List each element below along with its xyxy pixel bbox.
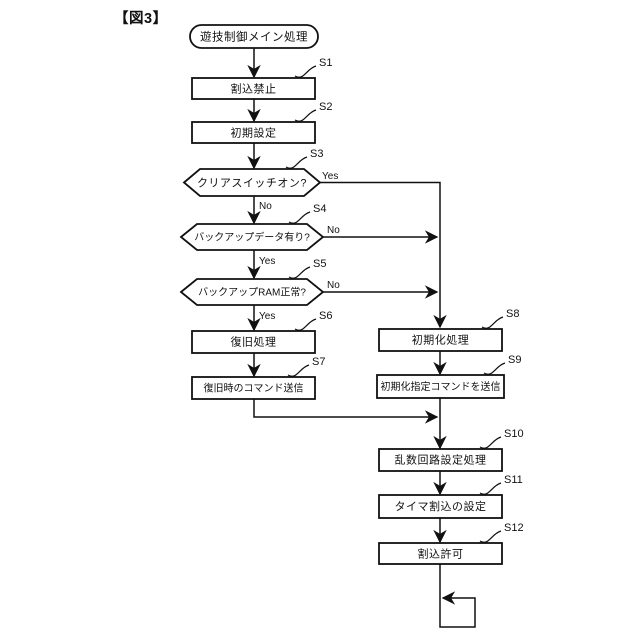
edge-label-s5-no: No xyxy=(327,280,340,291)
step-ref-s7: S7 xyxy=(312,356,325,368)
step-ref-s6-leader xyxy=(294,318,317,331)
node-s6: 復旧処理 S6 xyxy=(191,310,332,354)
node-s2-shape xyxy=(191,121,316,144)
step-ref-s9: S9 xyxy=(508,354,521,366)
node-start-label: 遊技制御メイン処理 xyxy=(200,30,308,44)
node-s6-label: 復旧処理 xyxy=(231,336,277,349)
edge-label-s3-no: No xyxy=(259,201,272,212)
node-s2: 初期設定 S2 xyxy=(191,101,332,144)
connector-s7-merge xyxy=(253,399,439,424)
node-s10: 乱数回路設定処理 S10 xyxy=(378,428,524,472)
node-s8: 初期化処理 S8 xyxy=(378,308,519,352)
step-ref-s3-leader xyxy=(285,156,308,169)
step-ref-s5-leader xyxy=(288,266,311,279)
node-s2-label: 初期設定 xyxy=(231,126,277,140)
step-ref-s1: S1 xyxy=(319,57,332,69)
connector-infinite-loop xyxy=(439,564,476,628)
figure-title: 【図3】 xyxy=(114,10,168,27)
edge-label-s3-yes: Yes xyxy=(322,171,338,182)
node-s7-label: 復旧時のコマンド送信 xyxy=(204,382,304,395)
node-s12: 割込許可 S12 xyxy=(378,522,524,565)
edge-label-s4-no: No xyxy=(327,225,340,236)
step-ref-s11: S11 xyxy=(504,474,523,486)
node-s9-shape xyxy=(376,374,505,399)
node-s8-shape xyxy=(378,328,503,352)
node-s5-shape xyxy=(179,278,325,306)
node-s7-shape xyxy=(191,376,316,400)
step-ref-s6: S6 xyxy=(319,310,332,322)
connector-s3-yes-to-s8 xyxy=(320,181,447,329)
step-ref-s10-leader xyxy=(479,436,502,449)
step-ref-s11-leader xyxy=(479,482,502,495)
node-s1-label: 割込禁止 xyxy=(231,82,277,96)
connectors xyxy=(247,48,476,628)
edge-label-s5-yes: Yes xyxy=(259,311,275,322)
step-ref-s8-leader xyxy=(481,316,504,329)
node-start: 遊技制御メイン処理 xyxy=(189,24,319,49)
node-start-shape xyxy=(189,24,319,49)
step-ref-s5: S5 xyxy=(313,258,326,270)
node-s11-label: タイマ割込の設定 xyxy=(395,499,487,513)
node-s5: バックアップRAM正常? S5 No Yes xyxy=(179,258,340,322)
step-ref-s2-leader xyxy=(294,109,317,122)
step-ref-s7-leader xyxy=(287,364,310,377)
node-s1: 割込禁止 S1 xyxy=(191,57,332,100)
node-s4: バックアップデータ有り? S4 No Yes xyxy=(179,203,340,267)
step-ref-s9-leader xyxy=(483,362,506,375)
edge-label-s4-yes: Yes xyxy=(259,256,275,267)
node-s10-label: 乱数回路設定処理 xyxy=(395,453,487,467)
node-s3: クリアスイッチオン? S3 Yes No xyxy=(182,148,338,212)
node-s8-label: 初期化処理 xyxy=(412,333,470,347)
step-ref-s1-leader xyxy=(294,65,317,78)
node-s4-label: バックアップデータ有り? xyxy=(194,231,310,244)
node-s3-shape xyxy=(182,168,322,197)
node-s11: タイマ割込の設定 S11 xyxy=(378,474,523,519)
node-s12-label: 割込許可 xyxy=(418,547,464,561)
node-s11-shape xyxy=(378,494,503,519)
node-s5-label: バックアップRAM正常? xyxy=(198,286,306,299)
step-ref-s3: S3 xyxy=(310,148,323,160)
step-ref-s8: S8 xyxy=(506,308,519,320)
node-s9-label: 初期化指定コマンドを送信 xyxy=(381,380,501,393)
step-ref-s10: S10 xyxy=(504,428,524,440)
node-s4-shape xyxy=(179,223,325,251)
node-s10-shape xyxy=(378,448,503,472)
step-ref-s4: S4 xyxy=(313,203,326,215)
node-s9: 初期化指定コマンドを送信 S9 xyxy=(376,354,521,399)
step-ref-s12: S12 xyxy=(504,522,524,534)
node-s3-label: クリアスイッチオン? xyxy=(197,177,307,190)
node-s6-shape xyxy=(191,330,316,354)
step-ref-s12-leader xyxy=(479,530,502,543)
step-ref-s4-leader xyxy=(288,211,311,224)
step-ref-s2: S2 xyxy=(319,101,332,113)
node-s12-shape xyxy=(378,542,503,565)
node-s7: 復旧時のコマンド送信 S7 xyxy=(191,356,325,400)
node-s1-shape xyxy=(191,77,316,100)
